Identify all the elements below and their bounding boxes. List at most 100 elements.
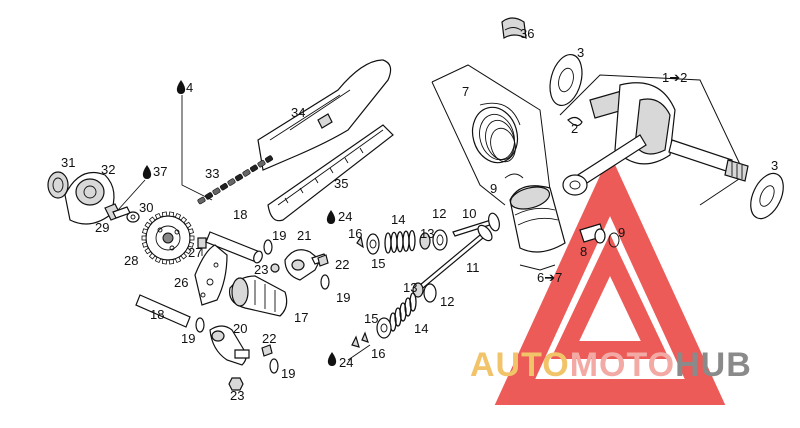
part-21-rocker-arm (284, 249, 328, 281)
label-part-28: 28 (124, 253, 138, 268)
part-8-wrist-pin (579, 223, 606, 244)
part-18-rocker-shaft-lower (135, 294, 191, 328)
part-28-sprocket (141, 211, 195, 265)
part-19-washer-b (320, 274, 330, 290)
label-part-14-lower: 14 (414, 321, 428, 336)
label-part-13-upper: 13 (420, 226, 434, 241)
label-part-26: 26 (174, 275, 188, 290)
part-4-leader (181, 95, 213, 201)
part-9-circlip-upper (504, 173, 524, 179)
label-part-4: 4 (186, 80, 193, 95)
part-16-keepers-upper (356, 235, 364, 249)
part-7-piston-rings (471, 102, 521, 164)
label-part-16-lower: 16 (371, 346, 385, 361)
piston-frame (431, 64, 556, 271)
label-part-3-upper: 3 (577, 45, 584, 60)
watermark-text: AUTOMOTOHUB (470, 346, 752, 384)
label-part-6-7: 6➔7 (537, 270, 562, 285)
label-part-11: 11 (466, 260, 480, 275)
label-part-24-upper: 24 (338, 209, 352, 224)
part-22-adjuster-lower (261, 344, 273, 357)
part-9-circlip-lower (608, 232, 620, 248)
label-part-15-upper: 15 (371, 256, 385, 271)
label-part-27: 27 (188, 245, 202, 260)
label-part-14-upper: 14 (391, 212, 405, 227)
label-part-23-lower: 23 (230, 388, 244, 403)
label-part-1-2: 1➔2 (662, 70, 687, 85)
part-labels: 1➔2 2 3 3 4 6➔7 7 8 9 9 10 11 12 12 13 1… (61, 26, 778, 403)
watermark-triangle-inner (550, 233, 670, 359)
watermark-triangle (494, 153, 726, 405)
oil-drop-icon (326, 210, 336, 224)
part-19-washer-a (263, 239, 273, 255)
label-part-17: 17 (294, 310, 308, 325)
svg-text:AUTOMOTOHUB: AUTOMOTOHUB (470, 346, 752, 384)
part-10-valve (452, 212, 500, 237)
part-13-seal-lower (412, 282, 424, 298)
part-19-washer-d (269, 358, 279, 374)
label-part-7: 7 (462, 84, 469, 99)
oil-drop-icon (327, 352, 337, 366)
watermark-logo (494, 153, 726, 405)
label-part-22-upper: 22 (335, 257, 349, 272)
label-part-23-upper: 23 (254, 262, 268, 277)
crankshaft-frame (559, 74, 746, 206)
label-part-19-b: 19 (336, 290, 350, 305)
part-2-key (567, 116, 583, 127)
watermark-text-moto: MOTO (570, 346, 675, 384)
part-17-camshaft (228, 275, 288, 317)
part-16-keepers-lower (351, 331, 369, 348)
oil-drop-icon (176, 80, 186, 94)
label-part-8: 8 (580, 244, 587, 259)
label-part-3-lower: 3 (771, 158, 778, 173)
part-20-rocker-arm-lower (209, 325, 250, 366)
label-part-18-lower: 18 (150, 307, 164, 322)
part-23-nut-upper (270, 263, 280, 273)
label-part-18-upper: 18 (233, 207, 247, 222)
part-37-leader (117, 179, 146, 211)
label-part-16-upper: 16 (348, 226, 362, 241)
part-32-cover (64, 171, 115, 225)
part-23-nut-lower (228, 377, 244, 391)
part-15-retainer-lower (376, 317, 392, 339)
part-19-washer-c (195, 317, 205, 333)
label-part-19-d: 19 (281, 366, 295, 381)
part-3-thrust-washer-lower (750, 172, 784, 220)
label-part-12-lower: 12 (440, 294, 454, 309)
part-12-seat-lower (423, 283, 437, 303)
part-36-clip (501, 17, 527, 40)
watermark-text-auto: AUTO (470, 346, 570, 384)
part-3-thrust-washer-upper (549, 53, 583, 107)
part-14-spring-upper (384, 229, 416, 254)
label-part-33: 33 (205, 166, 219, 181)
label-part-35: 35 (334, 176, 348, 191)
part-12-seat-upper (432, 229, 448, 251)
label-part-36: 36 (520, 26, 534, 41)
label-part-31: 31 (61, 155, 75, 170)
label-part-20: 20 (233, 321, 247, 336)
part-33-timing-chain (197, 155, 274, 205)
part-6-piston (509, 185, 566, 253)
part-31-seal (47, 171, 69, 199)
label-part-12-upper: 12 (432, 206, 446, 221)
label-part-22-lower: 22 (262, 331, 276, 346)
part-14-spring-lower (389, 292, 417, 332)
label-part-9-upper: 9 (490, 181, 497, 196)
label-part-9-lower: 9 (618, 225, 625, 240)
label-part-10: 10 (462, 206, 476, 221)
label-part-34: 34 (291, 105, 305, 120)
label-part-21: 21 (297, 228, 311, 243)
part-29-bolt (104, 203, 131, 221)
part-27-bolt (197, 237, 207, 256)
label-part-29: 29 (95, 220, 109, 235)
label-part-32: 32 (101, 162, 115, 177)
part-13-seal-upper (419, 232, 431, 250)
part-35-tensioner-guide (267, 124, 394, 222)
part-26-plate (194, 244, 228, 306)
label-part-19-c: 19 (181, 331, 195, 346)
part-15-retainer-upper (366, 233, 380, 255)
label-part-37: 37 (153, 164, 167, 179)
label-part-30: 30 (139, 200, 153, 215)
oil-drop-icon (142, 165, 152, 179)
